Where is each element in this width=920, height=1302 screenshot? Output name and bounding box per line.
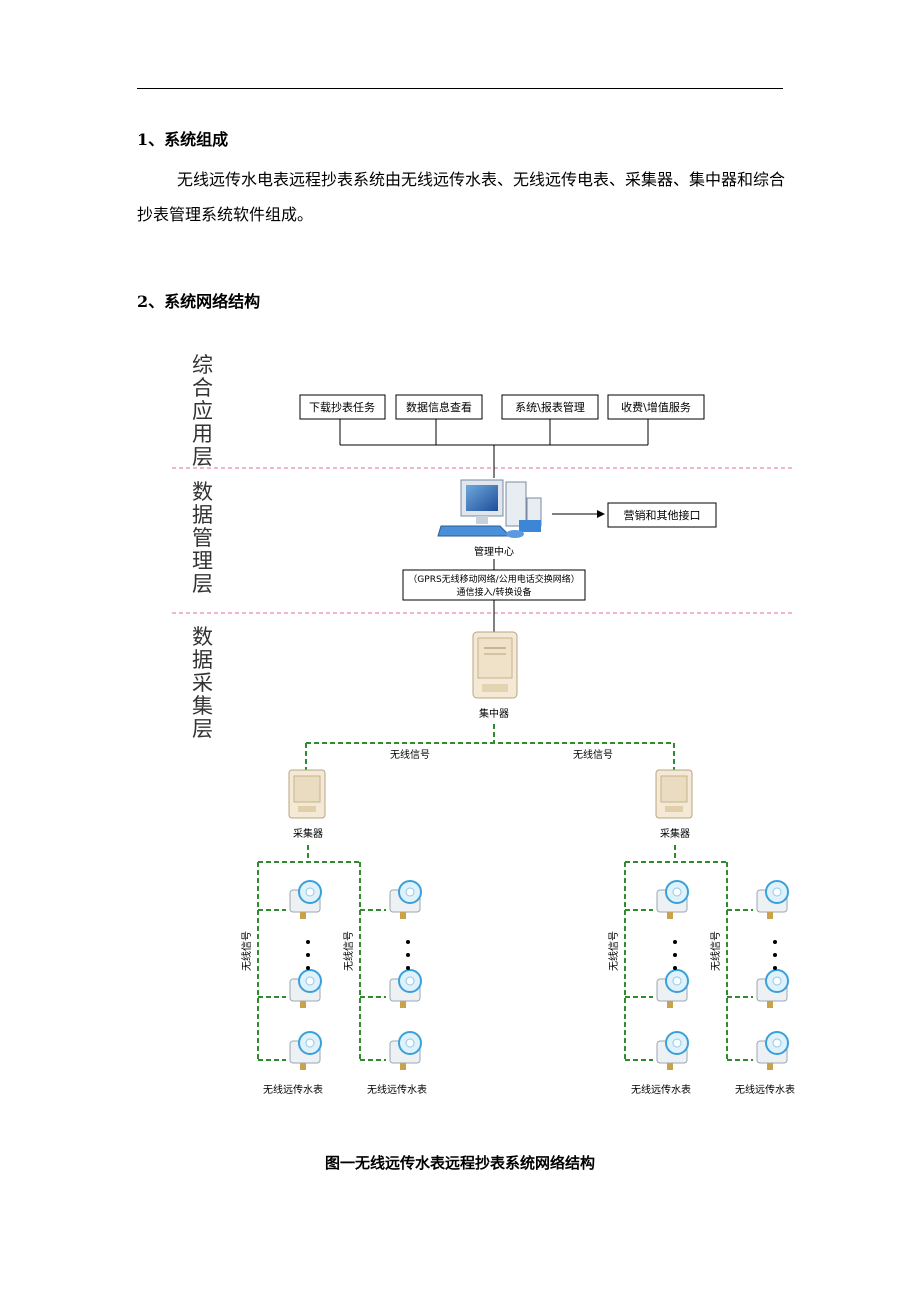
collector-device-icon-left — [288, 769, 326, 819]
right-col2-wireless-label: 无线信号 — [709, 931, 722, 971]
svg-text:收费\增值服务: 收费\增值服务 — [621, 400, 691, 414]
section1-heading: 1、系统组成 — [137, 130, 229, 149]
data-management-layer-label: 数 据 管 理 层 — [192, 480, 213, 596]
wireless-links-to-collectors — [305, 724, 675, 770]
application-layer-label: 综 合 应 用 层 — [192, 353, 213, 469]
right-col2-meter-middle — [756, 969, 789, 1008]
communication-box: （GPRS无线移动网络/公用电话交换网络） 通信接入/转换设备 — [402, 569, 586, 601]
right-col2-meter-label: 无线远传水表 — [735, 1083, 795, 1096]
concentrator-device-icon — [472, 631, 518, 699]
svg-text:通信接入/转换设备: 通信接入/转换设备 — [456, 586, 531, 598]
right-col1-meter-top — [656, 880, 689, 919]
right-col2-meter-top — [756, 880, 789, 919]
top-connector — [339, 419, 649, 478]
right-col1-meter-bottom — [656, 1031, 689, 1070]
right-col2-meter-bottom — [756, 1031, 789, 1070]
ellipsis-dot — [673, 940, 677, 944]
ellipsis-dot — [773, 953, 777, 957]
top-box-billing-service: 收费\增值服务 — [607, 394, 705, 420]
svg-text:营销和其他接口: 营销和其他接口 — [624, 508, 701, 522]
svg-text:数据信息查看: 数据信息查看 — [406, 400, 472, 414]
marketing-interface-box: 营销和其他接口 — [607, 502, 717, 528]
collector-device-icon-right — [655, 769, 693, 819]
left-col2-meter-top — [389, 880, 422, 919]
data-collection-layer-label: 数 据 采 集 层 — [192, 625, 213, 741]
svg-text:综: 综 — [192, 353, 213, 377]
left-col1-meter-bottom — [289, 1031, 322, 1070]
concentrator-label: 集中器 — [479, 707, 509, 720]
section2-heading: 2、系统网络结构 — [137, 292, 261, 311]
svg-text:管: 管 — [192, 526, 213, 550]
ellipsis-dot — [773, 940, 777, 944]
svg-text:数: 数 — [192, 480, 213, 504]
header-rule — [137, 88, 783, 89]
top-box-data-view: 数据信息查看 — [395, 394, 483, 420]
left-col1-wireless-label: 无线信号 — [240, 931, 253, 971]
ellipsis-dot — [406, 953, 410, 957]
ellipsis-dot — [673, 953, 677, 957]
collector-label-left: 采集器 — [293, 827, 323, 840]
left-col1-meter-label: 无线远传水表 — [263, 1083, 323, 1096]
svg-text:集: 集 — [192, 694, 213, 718]
collector-label-right: 采集器 — [660, 827, 690, 840]
ellipsis-dot — [306, 966, 310, 970]
left-col2-meter-middle — [389, 969, 422, 1008]
svg-text:数: 数 — [192, 625, 213, 649]
svg-text:据: 据 — [192, 648, 213, 672]
svg-text:层: 层 — [192, 572, 213, 596]
svg-text:层: 层 — [192, 717, 213, 741]
top-box-report-management: 系统\报表管理 — [501, 394, 599, 420]
left-col2-meter-label: 无线远传水表 — [367, 1083, 427, 1096]
left-col1-meter-middle — [289, 969, 322, 1008]
left-col2-meter-bottom — [389, 1031, 422, 1070]
svg-text:采: 采 — [192, 671, 213, 695]
left-col2-wireless-label: 无线信号 — [342, 931, 355, 971]
ellipsis-dot — [306, 940, 310, 944]
svg-text:（GPRS无线移动网络/公用电话交换网络）: （GPRS无线移动网络/公用电话交换网络） — [408, 573, 579, 585]
ellipsis-dot — [406, 940, 410, 944]
svg-text:系统\报表管理: 系统\报表管理 — [515, 400, 585, 414]
svg-text:层: 层 — [192, 445, 213, 469]
management-center-computer-icon — [437, 479, 542, 538]
figure-caption: 图一无线远传水表远程抄表系统网络结构 — [324, 1154, 595, 1172]
ellipsis-dot — [406, 966, 410, 970]
right-col1-meter-label: 无线远传水表 — [631, 1083, 691, 1096]
svg-text:据: 据 — [192, 503, 213, 527]
ellipsis-dot — [773, 966, 777, 970]
svg-text:下载抄表任务: 下载抄表任务 — [309, 400, 375, 414]
right-col1-meter-middle — [656, 969, 689, 1008]
left-col1-meter-top — [289, 880, 322, 919]
ellipsis-dot — [306, 953, 310, 957]
top-box-download-task: 下载抄表任务 — [299, 394, 386, 420]
wireless-signal-label-right: 无线信号 — [573, 748, 613, 761]
svg-text:合: 合 — [192, 376, 213, 400]
section1-body: 无线远传水电表远程抄表系统由无线远传水表、无线远传电表、采集器、集中器和综合抄表… — [137, 170, 786, 224]
right-col1-wireless-label: 无线信号 — [607, 931, 620, 971]
wireless-signal-label-left: 无线信号 — [390, 748, 430, 761]
svg-text:应: 应 — [192, 399, 213, 423]
management-center-label: 管理中心 — [474, 545, 514, 558]
ellipsis-dot — [673, 966, 677, 970]
svg-text:理: 理 — [192, 549, 213, 573]
svg-text:用: 用 — [192, 422, 213, 446]
